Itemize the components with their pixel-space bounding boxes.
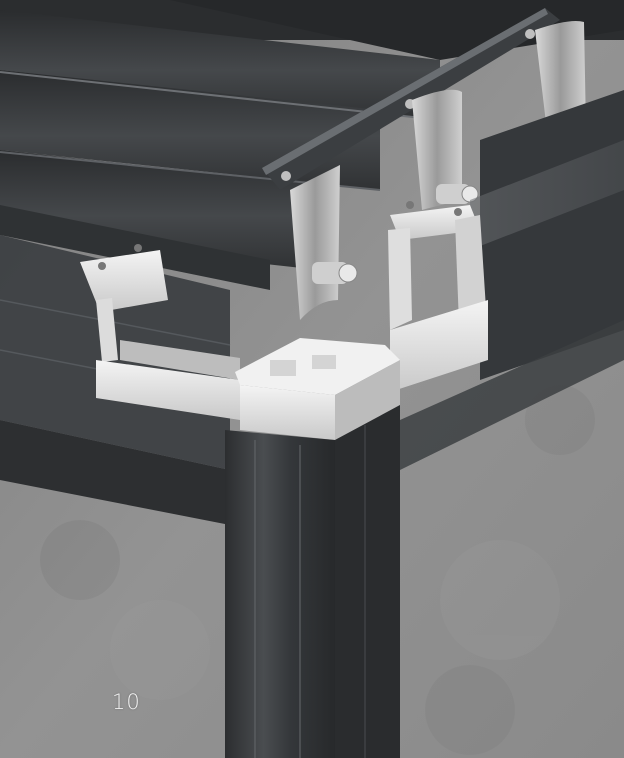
corner-post (225, 405, 400, 758)
corner-post-cap (235, 338, 400, 440)
top-drive-rail (262, 8, 560, 190)
aluminum-gutter-right (388, 201, 488, 392)
concrete-texture (40, 385, 595, 755)
louver-blades (0, 0, 624, 270)
aluminum-gutter-left (80, 244, 240, 420)
page-number: 10 (112, 690, 141, 714)
right-beam (400, 90, 624, 470)
